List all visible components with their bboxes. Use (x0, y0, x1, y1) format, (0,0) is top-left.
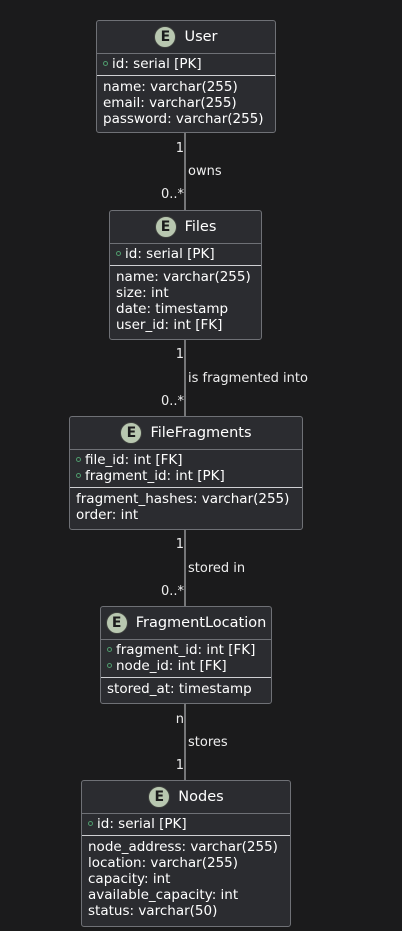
attribute-field: user_id: int [FK] (116, 317, 223, 333)
key-section: id: serial [PK] (97, 54, 275, 76)
key-field: id: serial [PK] (103, 56, 270, 72)
entity-user[interactable]: E User id: serial [PK] name: varchar(255)em… (96, 20, 276, 133)
key-section: id: serial [PK] (82, 814, 290, 836)
key-field-text: node_id: int [FK] (116, 658, 227, 674)
attribute-field: date: timestamp (116, 301, 229, 317)
entity-title-user: User (184, 29, 218, 45)
entity-header: E FileFragments (70, 417, 302, 450)
attribute-field: email: varchar(255) (103, 95, 237, 111)
key-marker-icon (116, 251, 121, 256)
key-field-text: fragment_id: int [FK] (116, 642, 256, 658)
key-section: id: serial [PK] (110, 244, 261, 266)
attribute-field: order: int (76, 507, 139, 523)
entity-header: E FragmentLocation (101, 607, 271, 640)
key-field: fragment_id: int [PK] (76, 468, 297, 484)
key-marker-icon (76, 457, 81, 462)
entity-files[interactable]: E Files id: serial [PK] name: varchar(255)s… (109, 210, 262, 340)
attribute-field: name: varchar(255) (103, 79, 238, 95)
attribute-field: available_capacity: int (88, 887, 239, 903)
key-field: fragment_id: int [FK] (107, 642, 266, 658)
entity-icon: E (148, 786, 171, 808)
entity-title-nodes: Nodes (178, 789, 224, 805)
key-field: id: serial [PK] (116, 246, 256, 262)
key-section: fragment_id: int [FK]node_id: int [FK] (101, 640, 271, 678)
key-marker-icon (107, 663, 112, 668)
key-section: file_id: int [FK]fragment_id: int [PK] (70, 450, 302, 488)
multiplicity-files-fragmented: 1 (175, 347, 184, 362)
entity-icon: E (154, 216, 177, 238)
attribute-field: fragment_hashes: varchar(255) (76, 491, 290, 507)
multiplicity-user-owns: 1 (175, 141, 184, 156)
multiplicity-fragments-fragmented: 0..* (160, 394, 184, 409)
multiplicity-files-owns: 0..* (160, 187, 184, 202)
attribute-section: name: varchar(255)email: varchar(255)pas… (97, 76, 275, 130)
entity-header: E Nodes (82, 781, 290, 814)
entity-icon: E (105, 612, 128, 634)
key-field-text: id: serial [PK] (97, 816, 187, 832)
attribute-field: status: varchar(50) (88, 903, 218, 919)
multiplicity-location-stored: 0..* (160, 584, 184, 599)
entity-fragment-location[interactable]: E FragmentLocation fragment_id: int [FK]no… (100, 606, 272, 704)
entity-nodes[interactable]: E Nodes id: serial [PK] node_address: varch… (81, 780, 291, 927)
key-marker-icon (107, 647, 112, 652)
entity-icon: E (154, 26, 177, 48)
attribute-section: fragment_hashes: varchar(255)order: int (70, 488, 302, 526)
attribute-section: node_address: varchar(255)location: varc… (82, 836, 290, 922)
key-field: file_id: int [FK] (76, 452, 297, 468)
attribute-field: capacity: int (88, 871, 171, 887)
attribute-field: size: int (116, 285, 169, 301)
key-field-text: id: serial [PK] (112, 56, 202, 72)
key-marker-icon (76, 473, 81, 478)
key-field-text: fragment_id: int [PK] (85, 468, 225, 484)
multiplicity-nodes-stores: 1 (175, 758, 184, 773)
relation-label-stores: stores (188, 735, 228, 750)
attribute-field: password: varchar(255) (103, 111, 264, 127)
key-field-text: file_id: int [FK] (85, 452, 183, 468)
multiplicity-fragments-stored: 1 (175, 537, 184, 552)
entity-header: E Files (110, 211, 261, 244)
multiplicity-location-stores: n (175, 712, 184, 727)
relation-label-is-fragmented-into: is fragmented into (188, 371, 308, 386)
key-marker-icon (88, 821, 93, 826)
key-marker-icon (103, 61, 108, 66)
attribute-section: stored_at: timestamp (101, 678, 271, 700)
key-field: id: serial [PK] (88, 816, 285, 832)
entity-title-file-fragments: FileFragments (150, 425, 252, 441)
entity-title-fragment-location: FragmentLocation (135, 615, 267, 631)
attribute-field: location: varchar(255) (88, 855, 239, 871)
entity-icon: E (120, 422, 143, 444)
attribute-field: name: varchar(255) (116, 269, 251, 285)
attribute-field: stored_at: timestamp (107, 681, 252, 697)
relation-label-stored-in: stored in (188, 561, 246, 576)
key-field: node_id: int [FK] (107, 658, 266, 674)
attribute-field: node_address: varchar(255) (88, 839, 278, 855)
entity-header: E User (97, 21, 275, 54)
relation-label-owns: owns (188, 164, 222, 179)
key-field-text: id: serial [PK] (125, 246, 215, 262)
entity-title-files: Files (184, 219, 217, 235)
